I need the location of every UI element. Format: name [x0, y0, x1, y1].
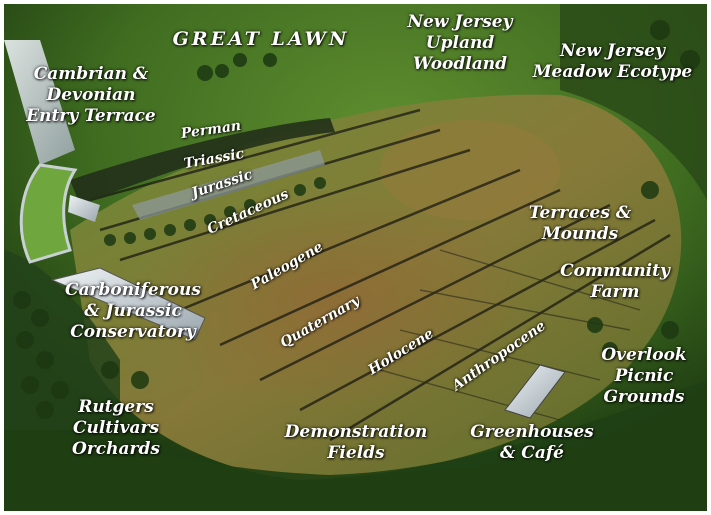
- label-overlook-picnic-grounds: Overlook Picnic Grounds: [601, 345, 687, 407]
- label-great-lawn: GREAT LAWN: [172, 28, 350, 50]
- label-greenhouses-cafe: Greenhouses & Café: [470, 422, 594, 463]
- label-nj-upland-woodland: New Jersey Upland Woodland: [407, 12, 513, 74]
- label-community-farm: Community Farm: [560, 261, 670, 302]
- label-nj-meadow-ecotype: New Jersey Meadow Ecotype: [532, 41, 693, 82]
- brown-patch: [380, 120, 560, 220]
- perman-strip: [70, 118, 335, 205]
- green-roof: [19, 163, 78, 264]
- jurassic-walk: [132, 150, 325, 220]
- greenhouse-building: [504, 364, 566, 419]
- south-woodland: [4, 380, 707, 511]
- label-rutgers-cultivars-orchards: Rutgers Cultivars Orchards: [72, 397, 160, 459]
- conservatory-building: [50, 267, 206, 341]
- label-demonstration-fields: Demonstration Fields: [284, 422, 428, 463]
- glass-panel: [68, 195, 100, 222]
- label-terraces-mounds: Terraces & Mounds: [528, 203, 632, 244]
- entry-terrace-glass: [4, 40, 75, 165]
- label-carboniferous-conservatory: Carboniferous & Jurassic Conservatory: [65, 280, 201, 342]
- quaternary-field: [130, 190, 530, 410]
- label-cambrian-devonian: Cambrian & Devonian Entry Terrace: [26, 64, 156, 126]
- northeast-woodland: [560, 4, 707, 200]
- tree-canopies: [13, 20, 700, 419]
